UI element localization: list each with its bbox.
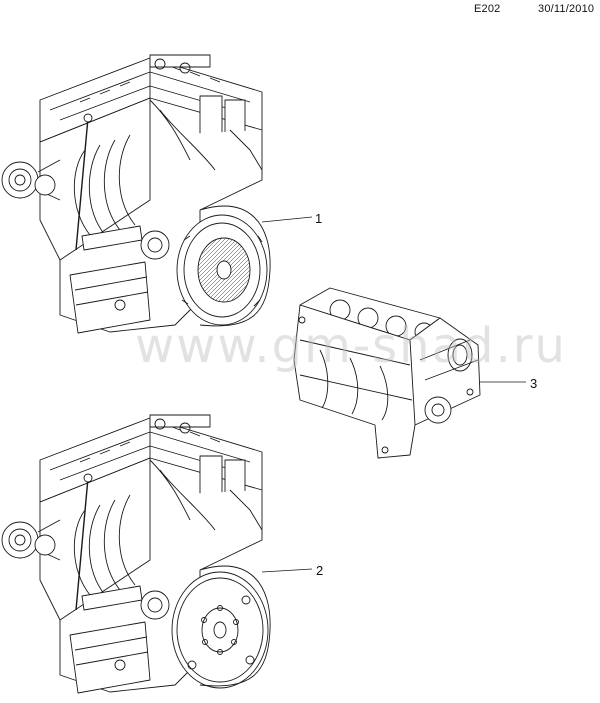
diagram-date: 30/11/2010	[538, 3, 595, 15]
callout-leader-1	[261, 216, 313, 223]
callout-label-1: 1	[315, 211, 323, 226]
diagram-code: E202	[474, 3, 501, 15]
short-block-drawing	[293, 287, 481, 459]
watermark-text: www.gm-shad.ru	[135, 318, 567, 374]
callout-label-3: 3	[530, 376, 538, 391]
callout-label-2: 2	[316, 563, 324, 578]
engine-assembly-with-flywheel-drawing	[1, 414, 271, 694]
engine-assembly-with-clutch-drawing	[1, 54, 271, 334]
callout-leader-2	[261, 568, 313, 573]
